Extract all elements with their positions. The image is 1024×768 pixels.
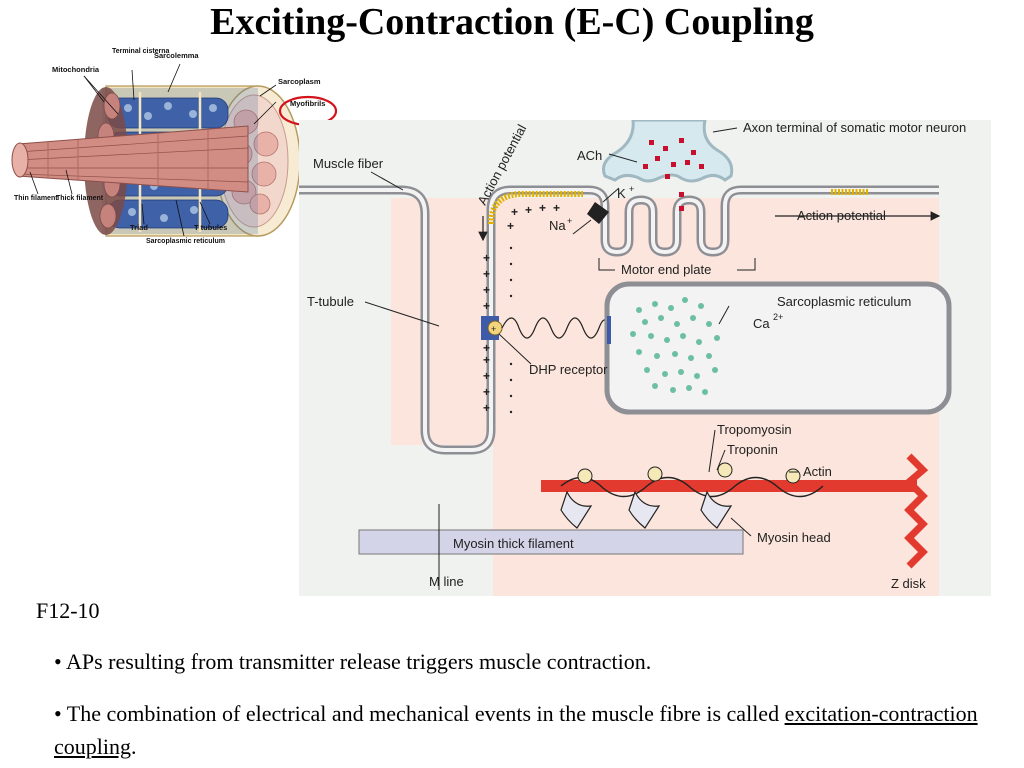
label-mitochondria: Mitochondria	[52, 65, 100, 74]
charge-signs: ++++ ++++ + ++++ +	[483, 201, 560, 415]
label-z-disk: Z disk	[891, 576, 926, 591]
svg-text:+: +	[483, 299, 490, 313]
svg-text:+: +	[483, 385, 490, 399]
muscle-fiber-diagram: Terminal cisterna Sarcolemma Mitochondri…	[11, 48, 338, 245]
svg-text:+: +	[539, 201, 546, 215]
label-motor-end-plate: Motor end plate	[621, 262, 711, 277]
tropomyosin	[560, 476, 824, 498]
label-k-ion: K	[617, 186, 626, 201]
label-muscle-fiber: Muscle fiber	[313, 156, 384, 171]
figure-id: F12-10	[36, 598, 100, 623]
label-thin-filament: Thin filament	[14, 195, 58, 202]
dhp-ryanodine-link	[501, 317, 610, 339]
svg-text:+: +	[483, 353, 490, 367]
svg-text:+: +	[483, 369, 490, 383]
label-sarcoplasmic-reticulum: Sarcoplasmic reticulum	[777, 294, 911, 309]
action-potential-band	[488, 191, 583, 225]
label-tropomyosin: Tropomyosin	[717, 422, 792, 437]
label-myofibrils: Myofibrils	[290, 99, 325, 108]
bullet-2-text: • The combination of electrical and mech…	[54, 701, 785, 726]
myosin-heads	[560, 490, 733, 529]
svg-text:+: +	[491, 324, 496, 334]
ec-coupling-diagram: ++++ ++++ + ++++ + +	[299, 120, 991, 596]
bullet-point-1: • APs resulting from transmitter release…	[54, 649, 652, 674]
label-sarcolemma: Sarcolemma	[154, 51, 199, 60]
bullet-point-2: • The combination of electrical and mech…	[54, 697, 1004, 763]
svg-text:+: +	[511, 205, 518, 219]
calcium-ions	[630, 297, 720, 395]
svg-text:+: +	[483, 341, 490, 355]
svg-text:2+: 2+	[773, 312, 783, 322]
slide-title: Exciting-Contraction (E-C) Coupling	[210, 1, 814, 43]
ion-channel	[587, 202, 609, 224]
troponin-complexes	[577, 462, 801, 484]
svg-text:+: +	[483, 251, 490, 265]
svg-text:+: +	[507, 219, 514, 233]
label-axon-terminal: Axon terminal of somatic motor neuron	[743, 120, 966, 135]
bullet-2-underlined-term: excitation-contraction coupling	[54, 701, 978, 759]
svg-text:+: +	[483, 401, 490, 415]
ach-molecules	[643, 138, 704, 211]
myosin-thick-filament	[358, 529, 744, 555]
label-triad: Triad	[130, 223, 148, 232]
svg-text:+: +	[629, 184, 634, 194]
label-t-tubules: T tubules	[194, 223, 227, 232]
label-t-tubule: T-tubule	[307, 294, 354, 309]
actin-filament	[541, 480, 917, 492]
svg-text:+: +	[483, 283, 490, 297]
svg-text:+: +	[483, 267, 490, 281]
z-disk	[903, 453, 929, 569]
label-thick-filament: Thick filament	[56, 195, 104, 202]
label-ca-ion: Ca	[753, 316, 770, 331]
label-dhp-receptor: DHP receptor	[529, 362, 608, 377]
label-ach: ACh	[577, 148, 602, 163]
label-myosin-head: Myosin head	[757, 530, 831, 545]
label-terminal-cisterna: Terminal cisterna	[112, 48, 170, 55]
label-m-line: M line	[429, 574, 464, 589]
svg-text:+: +	[553, 201, 560, 215]
bullet-2-period: .	[131, 734, 137, 759]
svg-text:+: +	[525, 203, 532, 217]
svg-text:+: +	[567, 216, 572, 226]
label-myosin-thick-filament: Myosin thick filament	[453, 536, 574, 551]
label-troponin: Troponin	[727, 442, 778, 457]
label-sarcoplasmic-reticulum-small: Sarcoplasmic reticulum	[146, 238, 225, 245]
label-action-potential-right: Action potential	[797, 208, 886, 223]
label-na-ion: Na	[549, 218, 566, 233]
label-sarcoplasm: Sarcoplasm	[278, 77, 321, 86]
label-actin: Actin	[803, 464, 832, 479]
